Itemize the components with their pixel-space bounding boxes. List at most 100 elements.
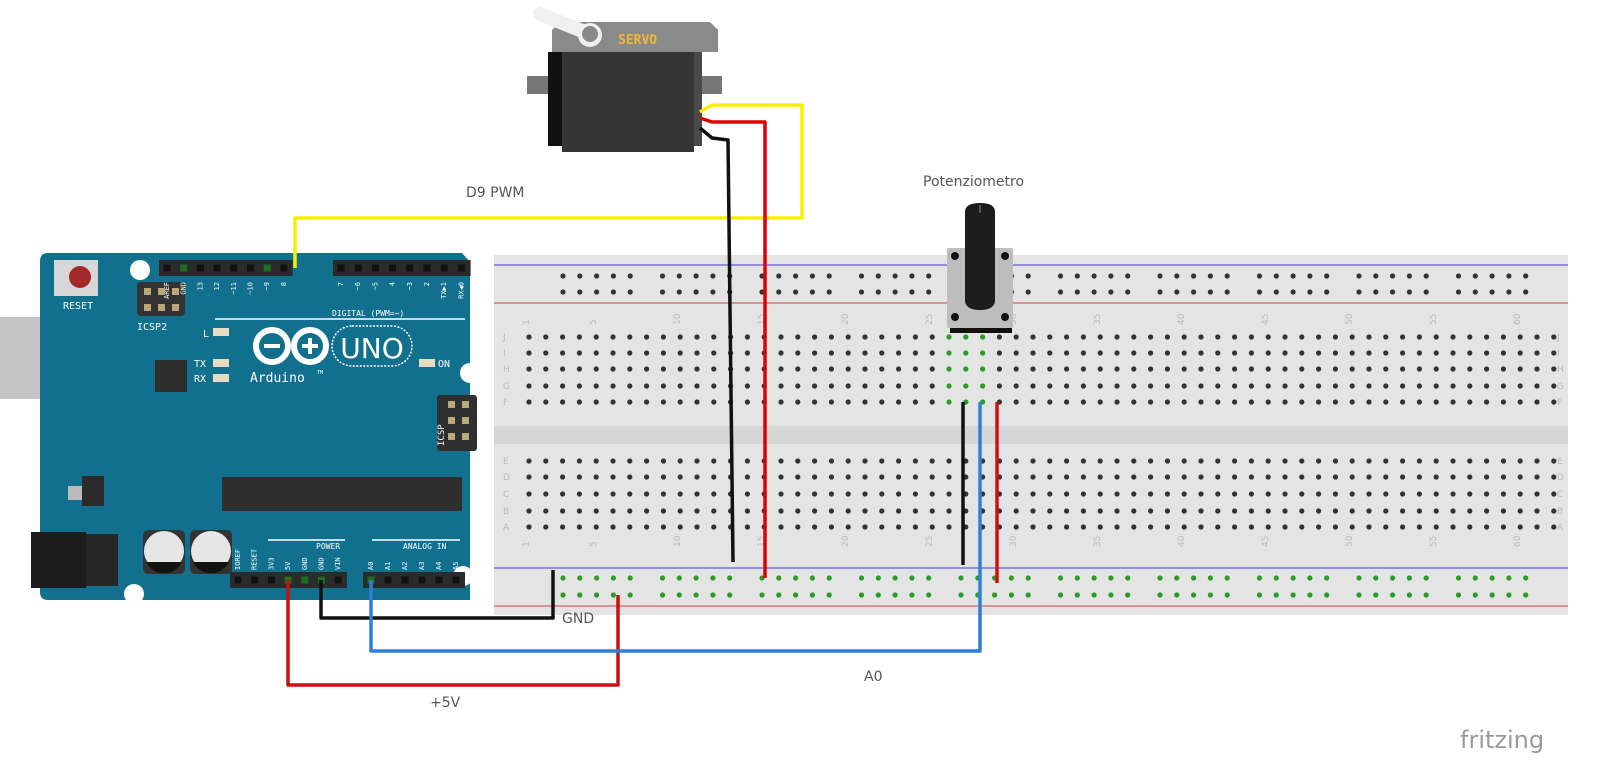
breadboard-hole[interactable] (1349, 366, 1355, 372)
breadboard-hole[interactable] (1467, 508, 1473, 514)
rail-hole[interactable] (1125, 592, 1131, 598)
rail-hole[interactable] (1256, 273, 1263, 279)
breadboard-hole[interactable] (795, 474, 801, 480)
breadboard-hole[interactable] (812, 350, 818, 356)
rail-hole[interactable] (1489, 575, 1495, 581)
breadboard-hole[interactable] (526, 508, 532, 514)
wire-servo-ground[interactable] (698, 126, 735, 563)
breadboard-hole[interactable] (526, 399, 532, 405)
breadboard-hole[interactable] (1114, 383, 1120, 389)
breadboard-hole[interactable] (1248, 524, 1254, 530)
breadboard-hole[interactable] (896, 334, 902, 340)
rail-hole[interactable] (1174, 592, 1180, 598)
rail-hole[interactable] (1356, 575, 1362, 581)
breadboard-hole[interactable] (845, 350, 851, 356)
breadboard-hole[interactable] (1416, 350, 1422, 356)
breadboard-hole[interactable] (1332, 474, 1338, 480)
breadboard-hole[interactable] (1064, 383, 1070, 389)
breadboard-hole[interactable] (1181, 458, 1187, 464)
breadboard-hole[interactable] (1467, 350, 1473, 356)
breadboard-hole[interactable] (711, 399, 717, 405)
breadboard-hole[interactable] (576, 350, 583, 356)
breadboard-hole[interactable] (1332, 508, 1338, 514)
breadboard-hole[interactable] (1080, 383, 1086, 389)
breadboard-hole[interactable] (1282, 508, 1288, 514)
header-pin[interactable] (384, 576, 392, 584)
breadboard-hole[interactable] (576, 474, 583, 480)
breadboard-hole[interactable] (576, 334, 583, 340)
breadboard-hole[interactable] (1013, 334, 1019, 340)
breadboard-hole[interactable] (1400, 491, 1406, 497)
breadboard-hole[interactable] (1534, 383, 1540, 389)
breadboard-hole[interactable] (879, 350, 885, 356)
rail-hole[interactable] (594, 575, 600, 581)
breadboard-hole[interactable] (1551, 366, 1557, 372)
breadboard-hole[interactable] (1366, 524, 1372, 530)
breadboard-hole[interactable] (1030, 458, 1036, 464)
breadboard-hole[interactable] (1416, 524, 1422, 530)
rail-hole[interactable] (892, 575, 898, 581)
breadboard-hole[interactable] (660, 350, 667, 356)
rail-hole[interactable] (992, 592, 998, 598)
rail-hole[interactable] (793, 289, 799, 295)
breadboard-hole[interactable] (929, 366, 935, 372)
rail-hole[interactable] (1290, 289, 1296, 295)
breadboard-hole[interactable] (1131, 508, 1137, 514)
rail-hole[interactable] (659, 575, 666, 581)
breadboard-hole[interactable] (543, 524, 549, 530)
breadboard-hole[interactable] (1282, 491, 1288, 497)
breadboard-hole[interactable] (543, 458, 549, 464)
breadboard-hole[interactable] (1299, 491, 1305, 497)
rail-hole[interactable] (1157, 289, 1163, 295)
breadboard-hole[interactable] (1500, 334, 1506, 340)
breadboard-hole[interactable] (677, 474, 683, 480)
breadboard-hole[interactable] (1064, 399, 1070, 405)
wire-5v[interactable] (286, 580, 620, 687)
rail-hole[interactable] (1455, 289, 1462, 295)
rail-hole[interactable] (727, 575, 733, 581)
breadboard-hole[interactable] (1433, 508, 1439, 514)
breadboard-hole[interactable] (1198, 334, 1204, 340)
breadboard-hole[interactable] (744, 491, 751, 497)
rail-hole[interactable] (1025, 289, 1031, 295)
rail-hole[interactable] (1074, 592, 1080, 598)
breadboard-hole[interactable] (929, 474, 935, 480)
header-pin[interactable] (230, 264, 238, 272)
breadboard-hole[interactable] (828, 366, 835, 372)
rail-hole[interactable] (1207, 289, 1213, 295)
breadboard-hole[interactable] (1551, 508, 1557, 514)
breadboard-hole[interactable] (711, 383, 717, 389)
breadboard-hole[interactable] (543, 350, 549, 356)
breadboard-hole[interactable] (795, 524, 801, 530)
rail-hole[interactable] (627, 592, 633, 598)
breadboard-hole[interactable] (660, 458, 667, 464)
breadboard-hole[interactable] (1181, 334, 1187, 340)
rail-hole[interactable] (577, 273, 583, 279)
breadboard-hole[interactable] (1534, 491, 1540, 497)
breadboard-hole[interactable] (795, 366, 801, 372)
breadboard-hole[interactable] (1080, 458, 1086, 464)
breadboard-hole[interactable] (1064, 350, 1070, 356)
rail-hole[interactable] (594, 273, 600, 279)
breadboard-hole[interactable] (593, 491, 599, 497)
header-pin[interactable] (263, 264, 271, 272)
breadboard-hole[interactable] (845, 458, 851, 464)
rail-hole[interactable] (1057, 592, 1064, 598)
breadboard-hole[interactable] (946, 524, 952, 530)
rail-hole[interactable] (793, 575, 799, 581)
breadboard-hole[interactable] (812, 399, 818, 405)
header-pin[interactable] (401, 576, 409, 584)
rail-hole[interactable] (909, 273, 915, 279)
breadboard-hole[interactable] (812, 383, 818, 389)
breadboard-hole[interactable] (896, 350, 902, 356)
breadboard-hole[interactable] (1332, 458, 1338, 464)
breadboard-hole[interactable] (1097, 508, 1103, 514)
breadboard-hole[interactable] (1316, 383, 1322, 389)
breadboard-hole[interactable] (1215, 399, 1221, 405)
breadboard-hole[interactable] (1433, 399, 1439, 405)
breadboard-hole[interactable] (1332, 399, 1338, 405)
rail-hole[interactable] (577, 289, 583, 295)
breadboard-hole[interactable] (845, 491, 851, 497)
breadboard-hole[interactable] (1282, 334, 1288, 340)
breadboard-hole[interactable] (896, 458, 902, 464)
